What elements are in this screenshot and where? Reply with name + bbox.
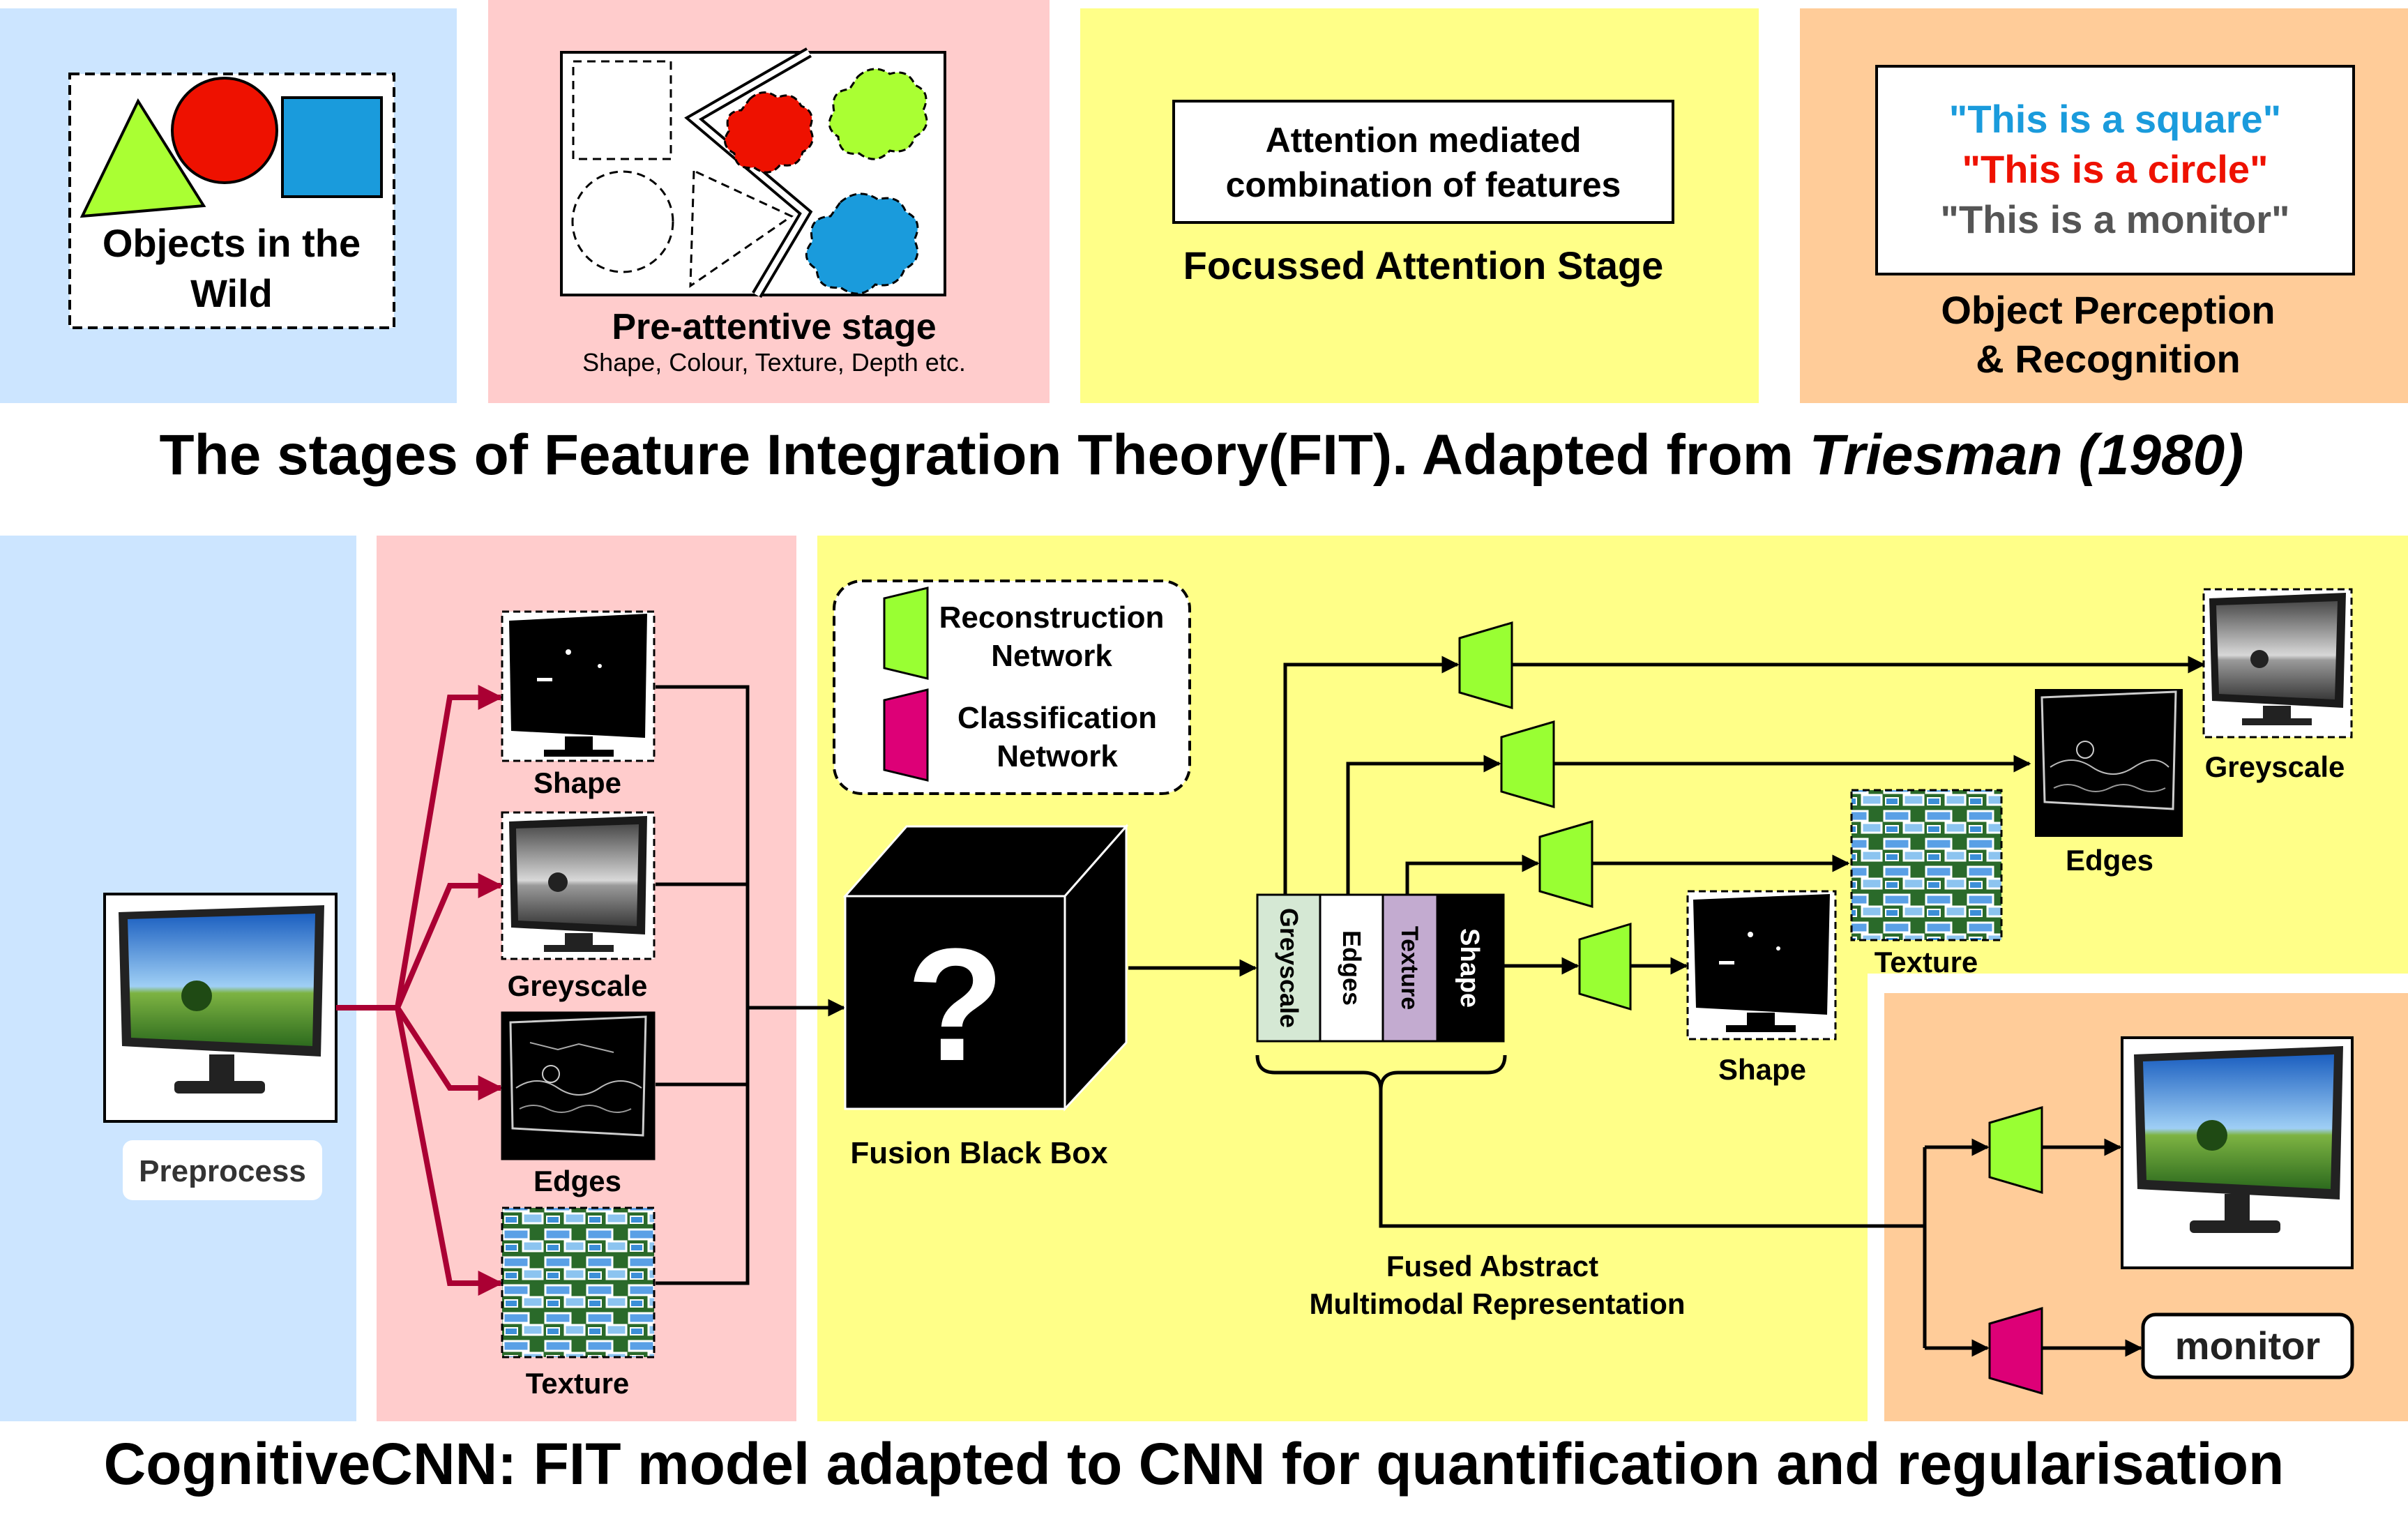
perception-box (1875, 65, 2355, 275)
class-output-label: monitor (2175, 1324, 2320, 1368)
attention-box-line2: combination of features (1226, 165, 1621, 204)
out-texture-image (1850, 789, 2003, 941)
feature-shape-label: Shape (533, 766, 621, 799)
perception-title-line1: Object Perception (1941, 288, 2275, 332)
feature-edges-label: Edges (533, 1165, 621, 1197)
top-caption: The stages of Feature Integration Theory… (160, 423, 2244, 487)
red-blob-icon (724, 91, 814, 174)
dashed-square-icon (572, 60, 672, 160)
feature-texture-label: Texture (526, 1367, 630, 1400)
out-greyscale-label: Greyscale (2205, 750, 2345, 783)
recon-edges-trapezoid-icon (1500, 720, 1555, 809)
blue-blob-icon (805, 192, 919, 295)
fused-label-line2: Multimodal Representation (1309, 1287, 1685, 1320)
feature-texture-image (501, 1206, 656, 1359)
preprocess-label-box (123, 1140, 322, 1200)
perception-line2: "This is a circle" (1962, 147, 2268, 191)
attention-box (1172, 100, 1674, 224)
attention-box-line1: Attention mediated (1266, 121, 1582, 160)
bottom-caption: CognitiveCNN: FIT model adapted to CNN f… (104, 1431, 2285, 1497)
merge-lines (656, 685, 846, 1285)
black-cube-icon (842, 824, 1129, 1112)
legend-recon-line1: Reconstruction (939, 600, 1165, 635)
out-shape-image (1686, 890, 1837, 1041)
perception-title-line2: & Recognition (1976, 337, 2241, 381)
brace-to-output-line (1379, 1090, 1925, 1228)
fused-label-line1: Fused Abstract (1386, 1250, 1598, 1282)
preattentive-subtitle: Shape, Colour, Texture, Depth etc. (582, 348, 966, 377)
feature-greyscale-image (501, 811, 656, 960)
out-edges-label: Edges (2066, 844, 2153, 877)
out-edges-image (2035, 689, 2183, 837)
objects-label-line1: Objects in the (103, 221, 361, 265)
focussed-title: Focussed Attention Stage (1183, 243, 1664, 287)
legend-recon-trapezoid-icon (883, 587, 929, 680)
fusion-label: Fusion Black Box (850, 1136, 1108, 1170)
stack-texture-label: Texture (1396, 926, 1423, 1010)
preattentive-title: Pre-attentive stage (612, 307, 936, 347)
stack-edges-label: Edges (1338, 930, 1366, 1006)
out-shape-label: Shape (1718, 1053, 1806, 1086)
dashed-circle-icon (571, 170, 674, 273)
fusion-question-mark: ? (907, 915, 1005, 1094)
preprocess-label: Preprocess (139, 1154, 306, 1188)
top-caption-main: The stages of Feature Integration Theory… (160, 423, 1810, 487)
out-greyscale-image (2202, 588, 2353, 739)
perception-line3: "This is a monitor" (1940, 197, 2289, 241)
output-recon-trapezoid-icon (1988, 1105, 2043, 1195)
red-fanout-arrows (336, 685, 503, 1296)
perception-line1: "This is a square" (1949, 97, 2281, 141)
output-class-trapezoid-icon (1988, 1306, 2043, 1395)
legend-class-trapezoid-icon (883, 688, 929, 782)
legend-recon-line2: Network (991, 639, 1112, 673)
feature-greyscale-label: Greyscale (508, 969, 648, 1002)
recon-greyscale-trapezoid-icon (1458, 621, 1513, 710)
feature-edges-image (501, 1011, 656, 1160)
green-blob-icon (828, 68, 928, 160)
dashed-triangle-icon (689, 169, 794, 288)
out-texture-label: Texture (1875, 946, 1978, 978)
circle-shape-icon (171, 77, 278, 184)
stack-shape-label: Shape (1455, 928, 1484, 1008)
legend-class-line1: Classification (957, 701, 1157, 735)
top-caption-italic: Triesman (1980) (1810, 423, 2244, 487)
recon-shape-trapezoid-icon (1578, 922, 1632, 1011)
stack-greyscale-label: Greyscale (1275, 908, 1303, 1028)
input-monitor-image (103, 893, 338, 1123)
objects-label-line2: Wild (190, 271, 273, 315)
feature-stack (1256, 893, 1505, 1043)
legend-class-line2: Network (997, 739, 1118, 773)
output-monitor-image (2121, 1036, 2354, 1269)
recon-texture-trapezoid-icon (1538, 819, 1593, 909)
triangle-shape-icon (79, 98, 206, 218)
output-arrows (1923, 1138, 2143, 1357)
stack-branch-arrows (1283, 656, 2206, 975)
square-shape-icon (281, 96, 383, 198)
feature-shape-image (501, 610, 656, 762)
class-output-box (2141, 1312, 2354, 1379)
